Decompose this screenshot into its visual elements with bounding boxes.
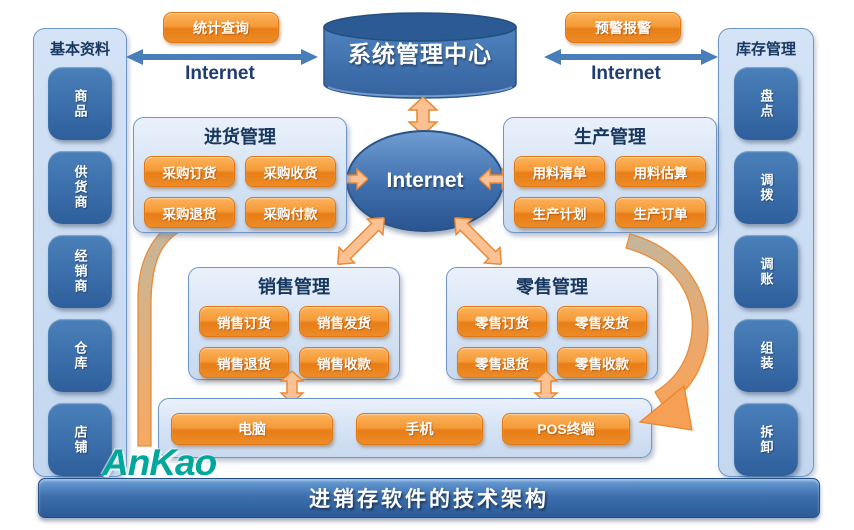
item-stocktake: 盘点 (734, 67, 798, 140)
system-center-label: 系统管理中心 (348, 41, 492, 67)
panel-basic-data: 基本资料 商品 供货商 经销商 仓库 店铺 (33, 28, 127, 477)
btn-material-estimate: 用料估算 (615, 156, 706, 187)
internet-arrow-left (126, 49, 318, 65)
arrow-db-internet (407, 97, 439, 135)
btn-purchase-payment: 采购付款 (245, 197, 336, 228)
banner-title: 进销存软件的技术架构 (309, 488, 549, 511)
item-warehouse: 仓库 (48, 319, 112, 392)
btn-sales-order: 销售订货 (199, 306, 289, 337)
btn-retail-collect: 零售收款 (557, 347, 647, 378)
btn-material-list: 用料清单 (514, 156, 605, 187)
item-distributor: 经销商 (48, 235, 112, 308)
btn-retail-ship: 零售发货 (557, 306, 647, 337)
module-retail-title: 零售管理 (516, 277, 588, 297)
item-assemble: 组装 (734, 319, 798, 392)
arrow-hub-retail (444, 207, 512, 275)
panel-inventory-title: 库存管理 (735, 41, 796, 58)
database-cylinder-icon (323, 12, 517, 99)
module-retail: 零售管理 零售订货 零售发货 零售退货 零售收款 (446, 267, 658, 380)
terminals-box: 电脑 手机 POS终端 (158, 398, 652, 458)
btn-production-plan: 生产计划 (514, 197, 605, 228)
module-production: 生产管理 用料清单 用料估算 生产计划 生产订单 (503, 117, 717, 233)
item-store: 店铺 (48, 403, 112, 476)
panel-basic-data-title: 基本资料 (49, 41, 110, 58)
basic-data-items: 商品 供货商 经销商 仓库 店铺 (48, 63, 112, 476)
item-transfer: 调拨 (734, 151, 798, 224)
panel-inventory-mgmt: 库存管理 盘点 调拨 调账 组装 拆卸 (718, 28, 814, 477)
btn-purchase-order: 采购订货 (144, 156, 235, 187)
terminal-pc: 电脑 (171, 413, 333, 445)
btn-retail-return: 零售退货 (457, 347, 547, 378)
inventory-items: 盘点 调拨 调账 组装 拆卸 (734, 63, 798, 476)
bottom-banner: 进销存软件的技术架构 (38, 478, 820, 518)
alert-warning-button: 预警报警 (565, 12, 681, 43)
stats-query-button: 统计查询 (163, 12, 279, 43)
item-supplier: 供货商 (48, 151, 112, 224)
module-production-title: 生产管理 (574, 127, 646, 147)
ankao-logo: AnKao (102, 442, 217, 483)
internet-label-right: Internet (591, 63, 661, 84)
item-disassemble: 拆卸 (734, 403, 798, 476)
internet-label-left: Internet (185, 63, 255, 84)
btn-retail-order: 零售订货 (457, 306, 547, 337)
btn-purchase-receive: 采购收货 (245, 156, 336, 187)
btn-sales-return: 销售退货 (199, 347, 289, 378)
terminal-mobile: 手机 (356, 413, 483, 445)
system-management-center: 系统管理中心 (322, 11, 518, 101)
internet-hub: Internet (346, 130, 504, 232)
internet-hub-label: Internet (386, 169, 464, 192)
item-adjust: 调账 (734, 235, 798, 308)
module-purchase: 进货管理 采购订货 采购收货 采购退货 采购付款 (133, 117, 347, 233)
btn-purchase-return: 采购退货 (144, 197, 235, 228)
module-sales-title: 销售管理 (258, 277, 330, 297)
arrow-sales-terminals (279, 371, 305, 403)
btn-sales-ship: 销售发货 (299, 306, 389, 337)
arrow-hub-sales (327, 207, 395, 275)
module-sales: 销售管理 销售订货 销售发货 销售退货 销售收款 (188, 267, 400, 380)
btn-sales-collect: 销售收款 (299, 347, 389, 378)
btn-production-order: 生产订单 (615, 197, 706, 228)
arrow-retail-terminals (533, 371, 559, 403)
item-goods: 商品 (48, 67, 112, 140)
module-purchase-title: 进货管理 (204, 127, 276, 147)
internet-arrow-right (544, 49, 718, 65)
terminal-pos: POS终端 (502, 413, 630, 445)
